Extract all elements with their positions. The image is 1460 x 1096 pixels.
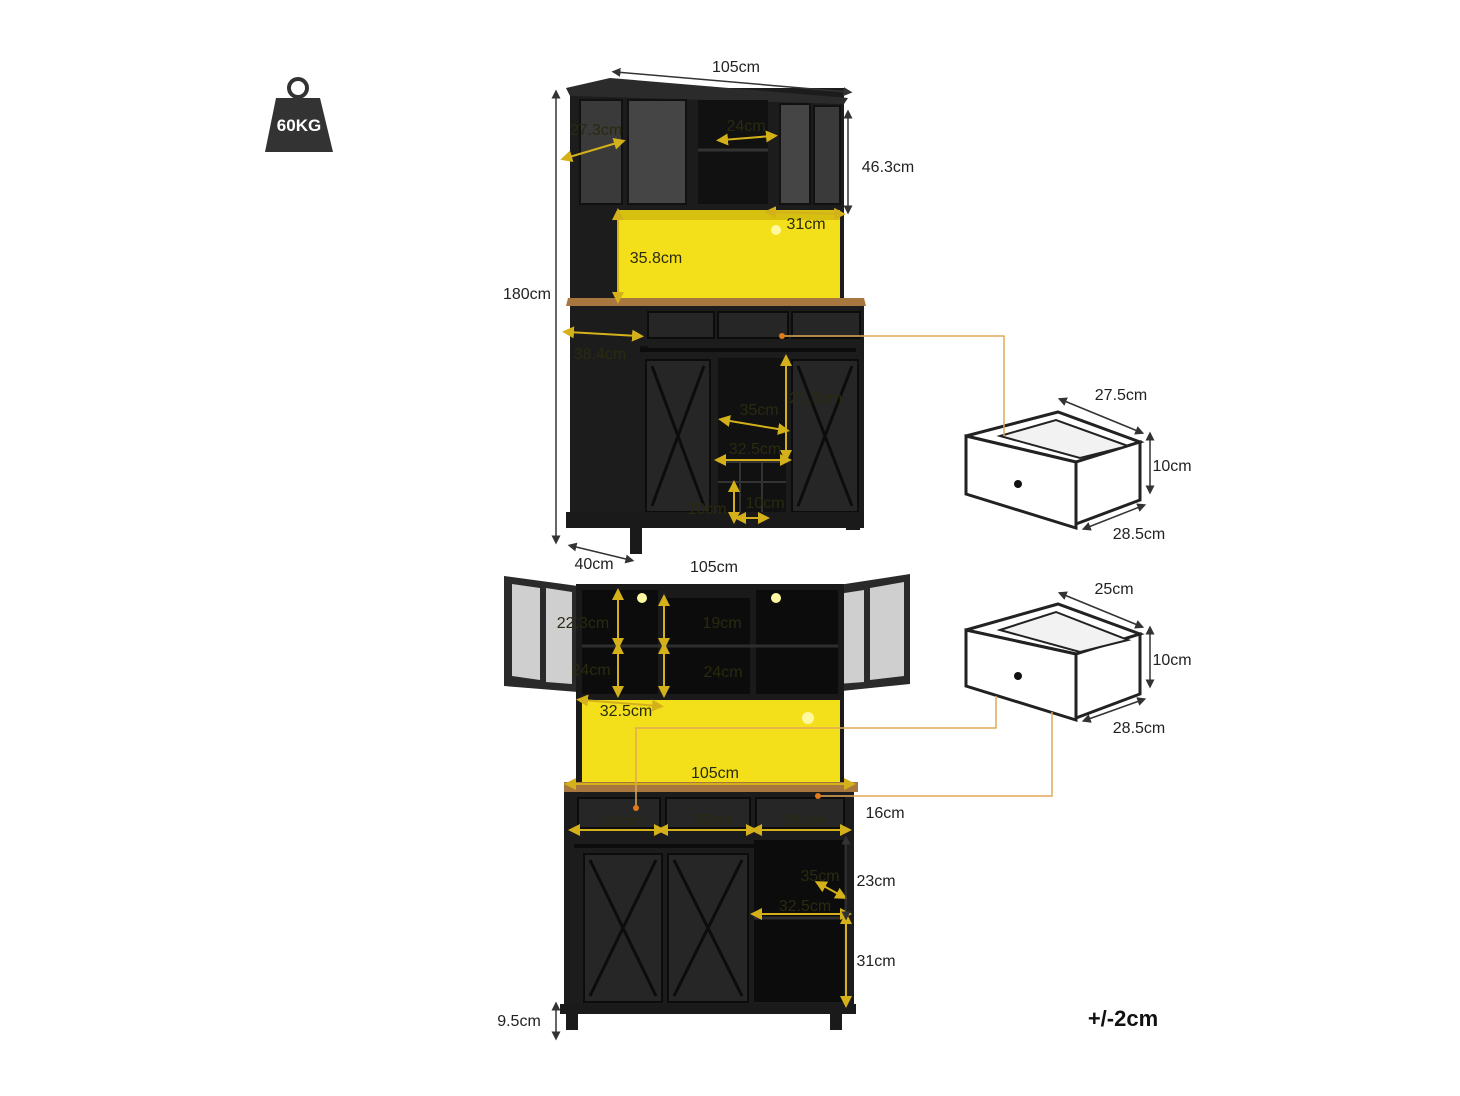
hutch-height-label: 46.3cm: [862, 159, 914, 176]
tolerance-label: +/-2cm: [1088, 1006, 1158, 1031]
drawer-a-height-label: 10cm: [1152, 458, 1191, 475]
drawer-b-width-label: 28.5cm: [1113, 720, 1165, 737]
top-width-label: 105cm: [712, 59, 760, 76]
cubby-height-label: 10cm: [745, 495, 784, 512]
drawer-illustration-a: [964, 410, 1145, 531]
right-depth-label: 35cm: [800, 868, 839, 885]
weight-label: 60KG: [277, 116, 321, 135]
shelf-lower-height-label: 24cm: [571, 662, 610, 679]
wine-depth-label: 35cm: [739, 402, 778, 419]
bottom-width-label: 105cm: [690, 559, 738, 576]
drawer-a-depth-label: 27.5cm: [1095, 387, 1147, 404]
drawer-right-label: 31cm: [785, 813, 824, 830]
base-depth-label: 38.4cm: [574, 346, 626, 363]
drawer-height-label: 16cm: [865, 805, 904, 822]
led-height-label: 35.8cm: [630, 250, 682, 267]
dimension-lines-dark: [551, 67, 1155, 1041]
right-upper-height-label: 23cm: [856, 873, 895, 890]
leg-height-label: 9.5cm: [497, 1013, 541, 1030]
drawer-a-width-label: 28.5cm: [1113, 526, 1165, 543]
right-lower-height-label: 31cm: [856, 953, 895, 970]
right-width-label: 32.5cm: [779, 898, 831, 915]
leader-lines: [635, 335, 1053, 808]
hutch-depth-label: 27.3cm: [570, 122, 622, 139]
drawer-mid-label: 32cm: [693, 812, 732, 829]
drawer-left-label: 31cm: [602, 813, 641, 830]
wine-width-label: 32.5cm: [729, 441, 781, 458]
drawer-illustration-b: [964, 602, 1145, 723]
cabinet-top-view: [566, 78, 866, 554]
top-height-label: 180cm: [503, 286, 551, 303]
center-upper-height-label: 19cm: [702, 615, 741, 632]
dimension-lines-yellow: [560, 130, 856, 1008]
shelf-upper-height-label: 22.3cm: [557, 615, 609, 632]
cabinet-bottom-view: [504, 574, 910, 1030]
cubby-width-label: 10cm: [687, 501, 726, 518]
shelf-width-label: 32.5cm: [600, 703, 652, 720]
hutch-shelf-depth-label: 31cm: [786, 216, 825, 233]
hutch-center-width-label: 24cm: [726, 118, 765, 135]
wine-height-label: 21.5cm: [790, 390, 842, 407]
counter-width-label: 105cm: [691, 765, 739, 782]
center-lower-height-label: 24cm: [703, 664, 742, 681]
drawer-b-depth-label: 25cm: [1094, 581, 1133, 598]
drawer-b-height-label: 10cm: [1152, 652, 1191, 669]
top-depth-label: 40cm: [574, 556, 613, 573]
weight-icon: 60KG: [265, 77, 333, 152]
